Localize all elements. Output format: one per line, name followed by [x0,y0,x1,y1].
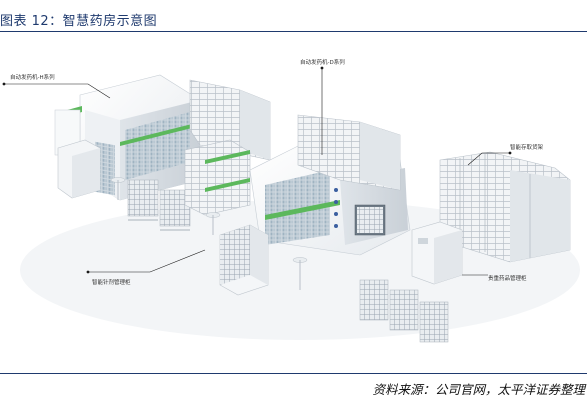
figure-title: 图表 12：智慧药房示意图 [0,14,158,29]
leader-smart-storage [467,152,510,166]
label-precious-drug-cabinet: 贵重药品管理柜 [488,274,527,282]
leader-injection-cabinet [88,249,206,273]
label-dispenser-d: 自动发药机-D系列 [300,58,345,66]
pharmacy-illustration: 自动发药机-H系列 自动发药机-D系列 智能存取货架 智能针剂管理柜 贵重药品管… [2,58,580,343]
carts-right [359,279,449,343]
storage-cabinet-left [57,139,101,199]
label-dispenser-h: 自动发药机-H系列 [10,73,55,81]
leader-dot [86,270,90,274]
carts-left [127,179,191,231]
shelving-rear-left [189,79,271,161]
smart-storage-shelving [439,151,571,263]
stools [110,177,308,290]
label-smart-injection-cabinet: 智能针剂管理柜 [92,278,131,286]
top-rule [0,31,587,32]
leader-dot [320,66,324,70]
shelving-rear-center [297,114,401,191]
leader-dot [508,151,512,155]
leader-lines [4,68,510,276]
label-smart-storage: 智能存取货架 [510,143,544,151]
smart-injection-cabinet [219,224,269,296]
shelving-middle [184,139,251,216]
source-note: 资料来源：公司官网，太平洋证券整理 [372,382,585,397]
dispenser-h-machine [54,74,201,201]
leader-dot [2,82,6,86]
leader-dispenser-h [4,83,111,99]
bottom-rule [0,373,587,374]
precious-drug-cabinet [411,221,463,285]
